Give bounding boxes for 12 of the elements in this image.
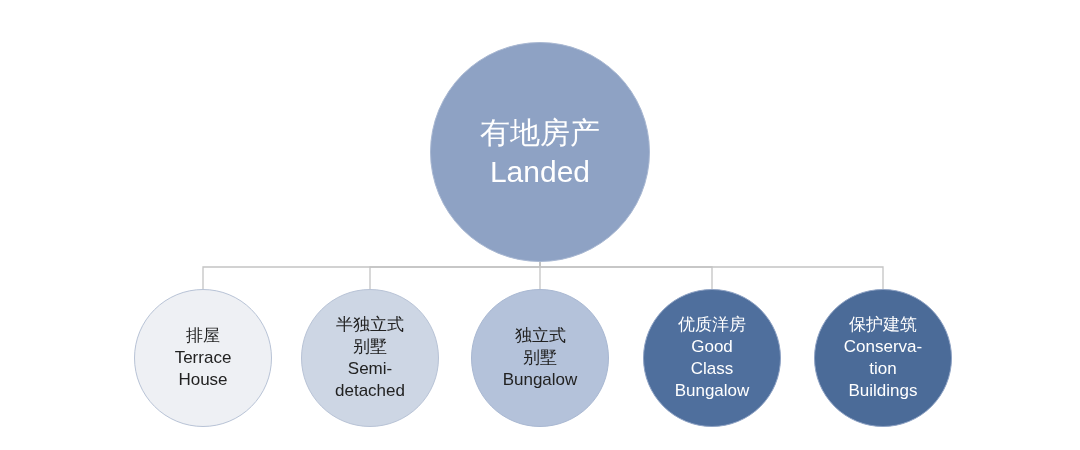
english-label: Terrace House bbox=[173, 346, 233, 392]
chinese-label: 优质洋房 bbox=[678, 313, 746, 336]
english-label: Conserva-tion Buildings bbox=[842, 335, 924, 403]
english-label: Semi-detached bbox=[334, 358, 406, 403]
chinese-label: 保护建筑 bbox=[849, 313, 917, 336]
chinese-label: 半独立式别墅 bbox=[335, 313, 405, 358]
english-label: Bungalow bbox=[502, 369, 578, 392]
chinese-label: 有地房产 bbox=[480, 115, 600, 151]
english-label: Landed bbox=[489, 154, 591, 190]
chinese-label: 独立式别墅 bbox=[513, 324, 567, 369]
english-label: Good Class Bungalow bbox=[673, 335, 751, 403]
chinese-label: 排屋 bbox=[186, 324, 220, 347]
